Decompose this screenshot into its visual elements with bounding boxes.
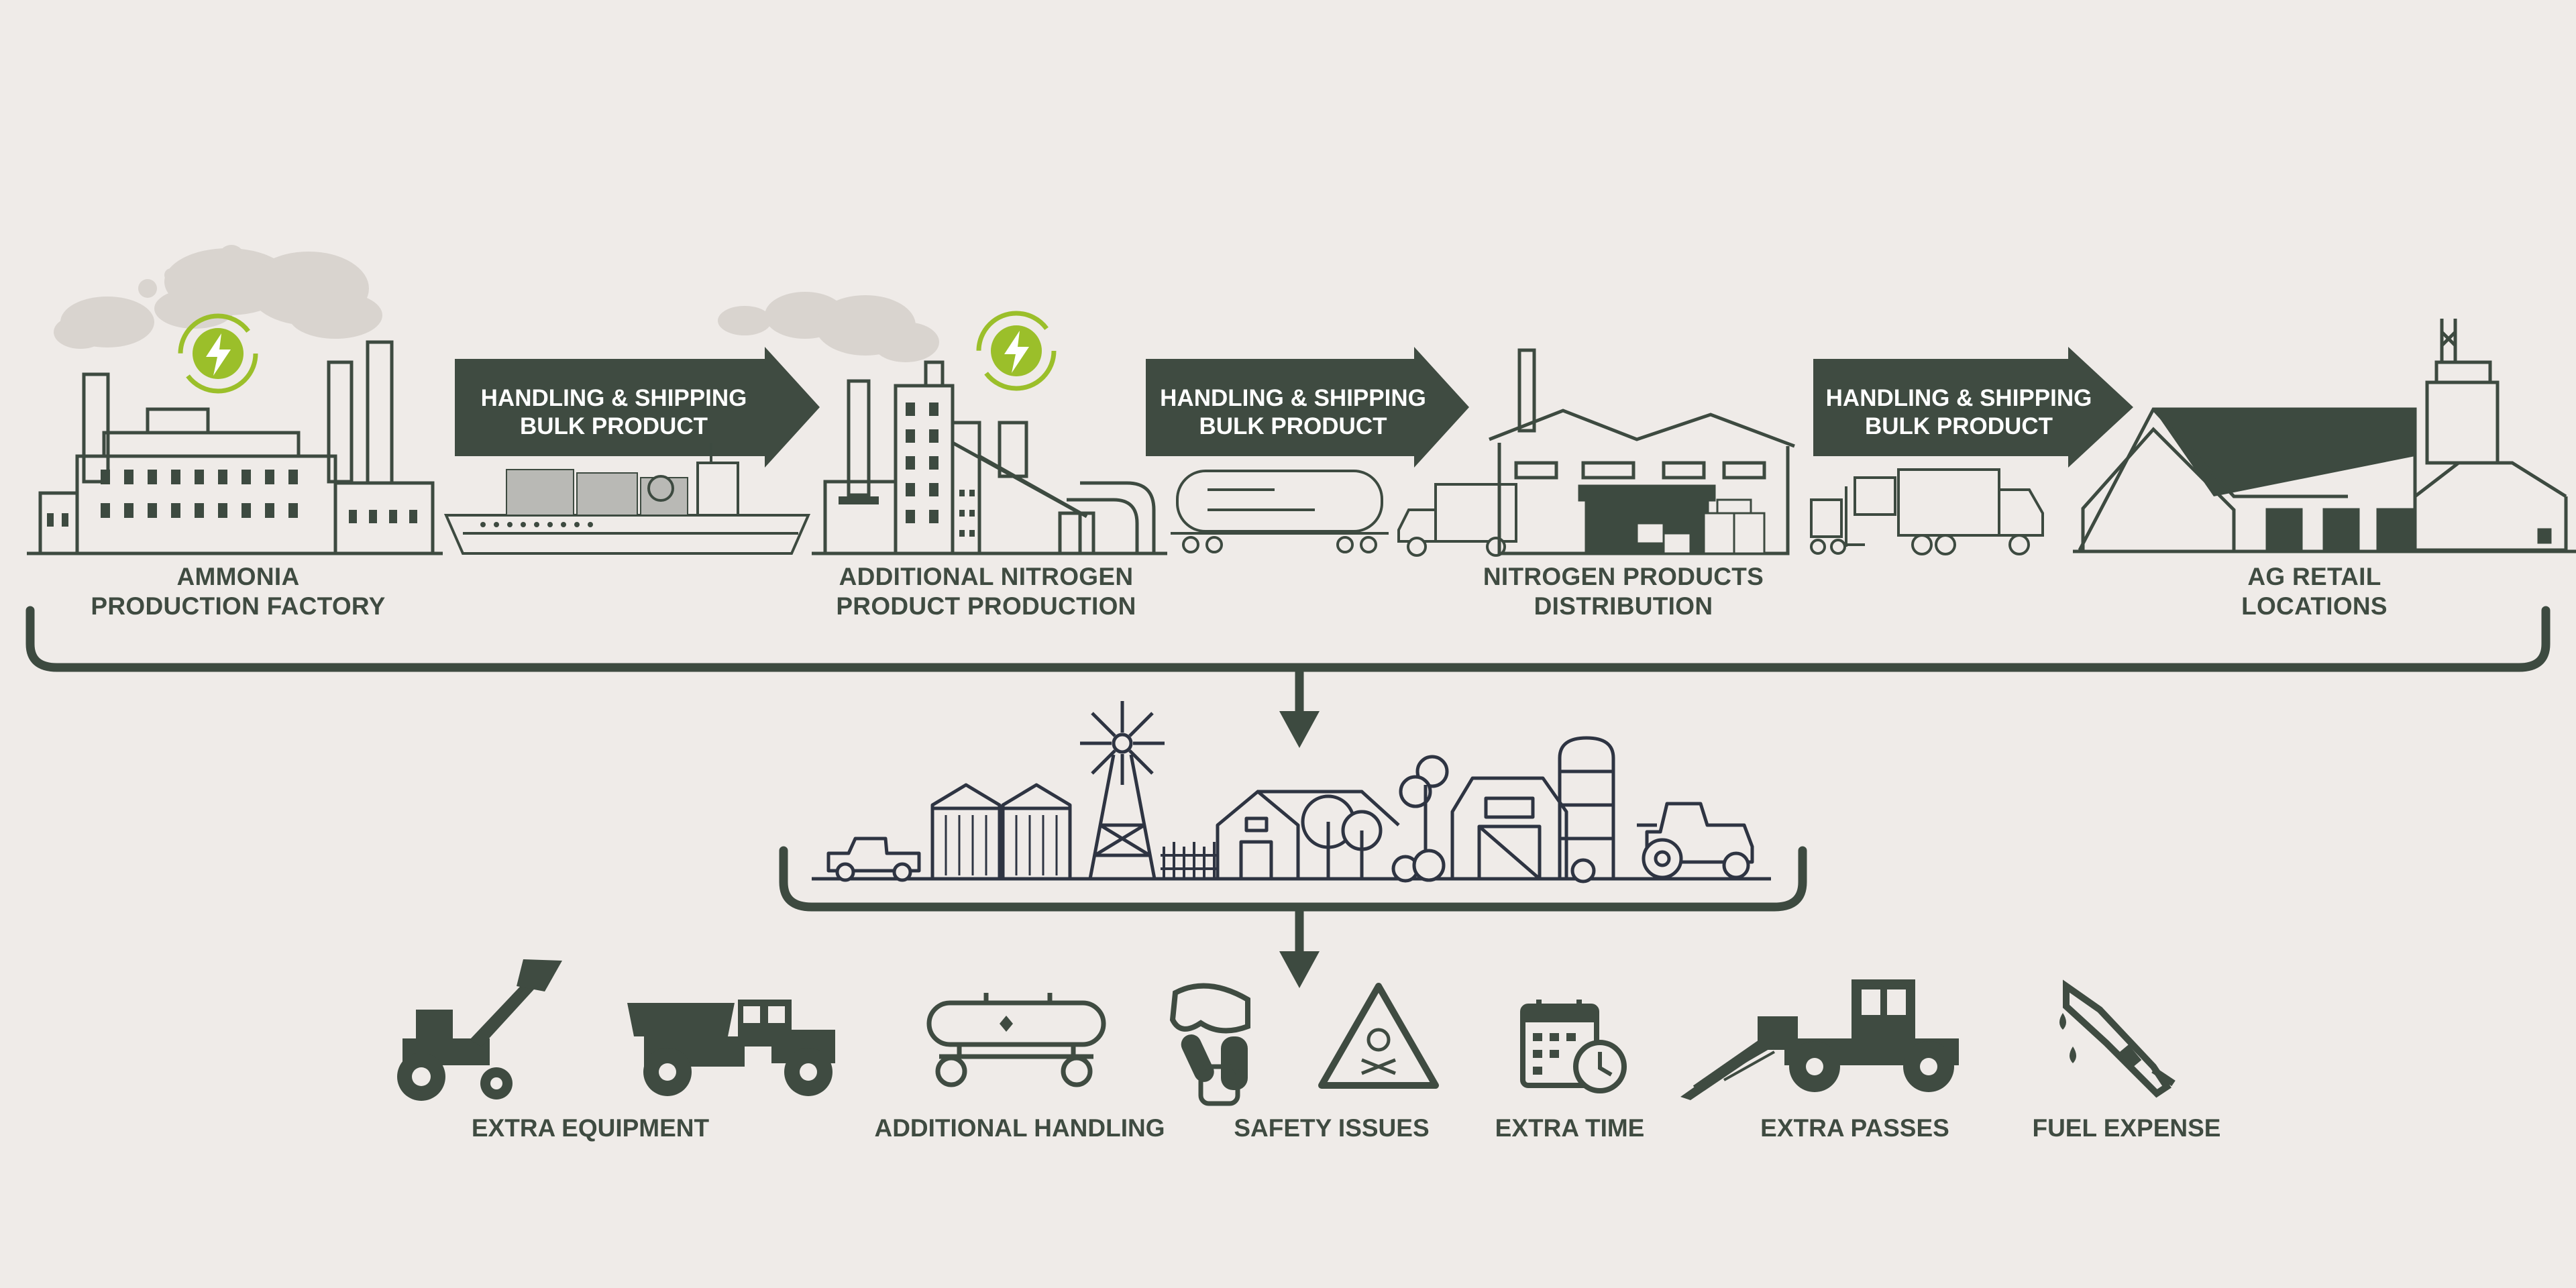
forklift-truck-icon [1810, 468, 2044, 555]
retail-barn-icon [2073, 319, 2576, 553]
transfer-label-3: HANDLING & SHIPPING BULK PRODUCT [1808, 384, 2110, 441]
hazard-sign-icon [1318, 983, 1439, 1089]
transfer-arrow-2 [1146, 347, 1469, 468]
stage-label-line: AMMONIA [176, 563, 300, 590]
stage-label-distribution: NITROGEN PRODUCTS DISTRIBUTION [1442, 562, 1805, 621]
calendar-clock-icon [1520, 1000, 1627, 1093]
loader-tractor-icon [397, 959, 562, 1101]
transfer-label-line: BULK PRODUCT [520, 413, 708, 439]
rail-tank-car-icon [1171, 470, 1389, 553]
stage-label-line: AG RETAIL [2247, 563, 2381, 590]
farm-scene [812, 701, 1771, 883]
nurse-tank-icon [926, 993, 1106, 1087]
transfer-arrow-1 [455, 347, 820, 468]
upper-bracket [25, 606, 2551, 721]
windmill-icon [1080, 701, 1165, 879]
cost-label-extra-equipment: EXTRA EQUIPMENT [471, 1114, 710, 1142]
sprayer-tractor-icon [1680, 979, 1959, 1100]
cost-label-fuel-expense: FUEL EXPENSE [2032, 1114, 2221, 1142]
energy-cycle-icon [178, 313, 258, 394]
cargo-ship-icon [443, 443, 811, 555]
down-arrow-1 [1279, 711, 1320, 748]
cost-label-extra-passes: EXTRA PASSES [1760, 1114, 1949, 1142]
spreader-truck-icon [627, 1000, 835, 1096]
transfer-label-line: BULK PRODUCT [1865, 413, 2053, 439]
fuel-nozzle-icon [2059, 979, 2176, 1098]
cost-label-additional-handling: ADDITIONAL HANDLING [874, 1114, 1165, 1142]
grain-bins-icon [930, 783, 1072, 879]
stage-label-line: DISTRIBUTION [1534, 592, 1713, 620]
stage-label-ag-retail: AG RETAIL LOCATIONS [2147, 562, 2482, 621]
down-arrow-2 [1279, 951, 1320, 988]
cost-label-safety-issues: SAFETY ISSUES [1234, 1114, 1430, 1142]
transfer-label-1: HANDLING & SHIPPING BULK PRODUCT [456, 384, 771, 441]
stage-label-line: LOCATIONS [2241, 592, 2387, 620]
smoke-cloud [718, 292, 939, 362]
goggles-gloves-icon [1169, 983, 1250, 1106]
transfer-label-line: BULK PRODUCT [1199, 413, 1387, 439]
stage-label-line: PRODUCTION FACTORY [91, 592, 386, 620]
smoke-cloud [54, 245, 382, 349]
factory-icon [27, 245, 443, 555]
processing-plant-icon [718, 292, 1167, 555]
stage-label-line: NITROGEN PRODUCTS [1483, 563, 1764, 590]
energy-cycle-icon [976, 311, 1057, 391]
warehouse-icon [1489, 348, 1795, 555]
stage-label-nitrogen-production: ADDITIONAL NITROGEN PRODUCT PRODUCTION [792, 562, 1181, 621]
transfer-label-2: HANDLING & SHIPPING BULK PRODUCT [1140, 384, 1446, 441]
lower-bracket [779, 846, 1807, 961]
barn-silo-icon [1391, 736, 1615, 883]
farmhouse-icon [1216, 755, 1449, 881]
transfer-arrow-3 [1813, 347, 2133, 468]
transfer-label-line: HANDLING & SHIPPING [1160, 385, 1426, 411]
box-truck-icon [1397, 483, 1517, 557]
pickup-truck-icon [826, 837, 921, 882]
tractor-icon [1637, 802, 1754, 879]
stage-label-line: PRODUCT PRODUCTION [836, 592, 1136, 620]
stage-label-ammonia-factory: AMMONIA PRODUCTION FACTORY [60, 562, 416, 621]
transfer-label-line: HANDLING & SHIPPING [1825, 385, 2092, 411]
cost-label-extra-time: EXTRA TIME [1495, 1114, 1645, 1142]
stage-label-line: ADDITIONAL NITROGEN [839, 563, 1134, 590]
transfer-label-line: HANDLING & SHIPPING [480, 385, 747, 411]
